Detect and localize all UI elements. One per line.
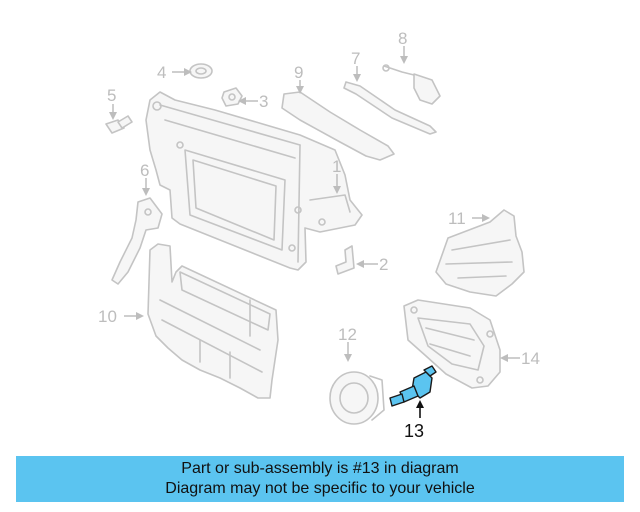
part-14-mounting-plate (403, 299, 501, 389)
callout-7: 7 (351, 49, 360, 68)
callout-6: 6 (140, 161, 149, 180)
part-13-highlighted (389, 365, 437, 407)
part-8-latch (382, 64, 441, 105)
banner-line-part-number: Part or sub-assembly is #13 in diagram (181, 460, 459, 477)
callout-12: 12 (338, 325, 357, 344)
leader-lines (109, 46, 520, 418)
part-7-seal-strip (343, 81, 437, 135)
callout-13: 13 (404, 421, 424, 441)
callout-1: 1 (332, 157, 341, 176)
part-6-side-bracket (111, 197, 163, 285)
part-4-grommet (189, 63, 213, 79)
callout-8: 8 (398, 29, 407, 48)
parts-diagram: 1 2 3 4 5 6 7 8 9 10 11 12 13 14 (98, 29, 540, 441)
callout-3: 3 (259, 92, 268, 111)
callout-labels: 1 2 3 4 5 6 7 8 9 10 11 12 13 14 (98, 29, 540, 441)
callout-5: 5 (107, 86, 116, 105)
part-5-bolt (105, 115, 133, 134)
part-info-banner: Part or sub-assembly is #13 in diagram D… (16, 456, 624, 502)
part-12-horn (329, 371, 385, 425)
part-11-deflector (435, 209, 525, 297)
part-10-air-guide (147, 243, 279, 399)
part-1-radiator-support (145, 91, 363, 271)
part-9-cover (281, 91, 395, 161)
callout-11: 11 (448, 209, 466, 228)
part-3-clip (221, 87, 243, 107)
callout-14: 14 (521, 349, 540, 368)
callout-2: 2 (379, 255, 388, 274)
callout-10: 10 (98, 307, 117, 326)
banner-line-disclaimer: Diagram may not be specific to your vehi… (165, 480, 475, 497)
callout-9: 9 (294, 63, 303, 82)
callout-4: 4 (157, 63, 166, 82)
part-2-bracket (335, 245, 355, 275)
